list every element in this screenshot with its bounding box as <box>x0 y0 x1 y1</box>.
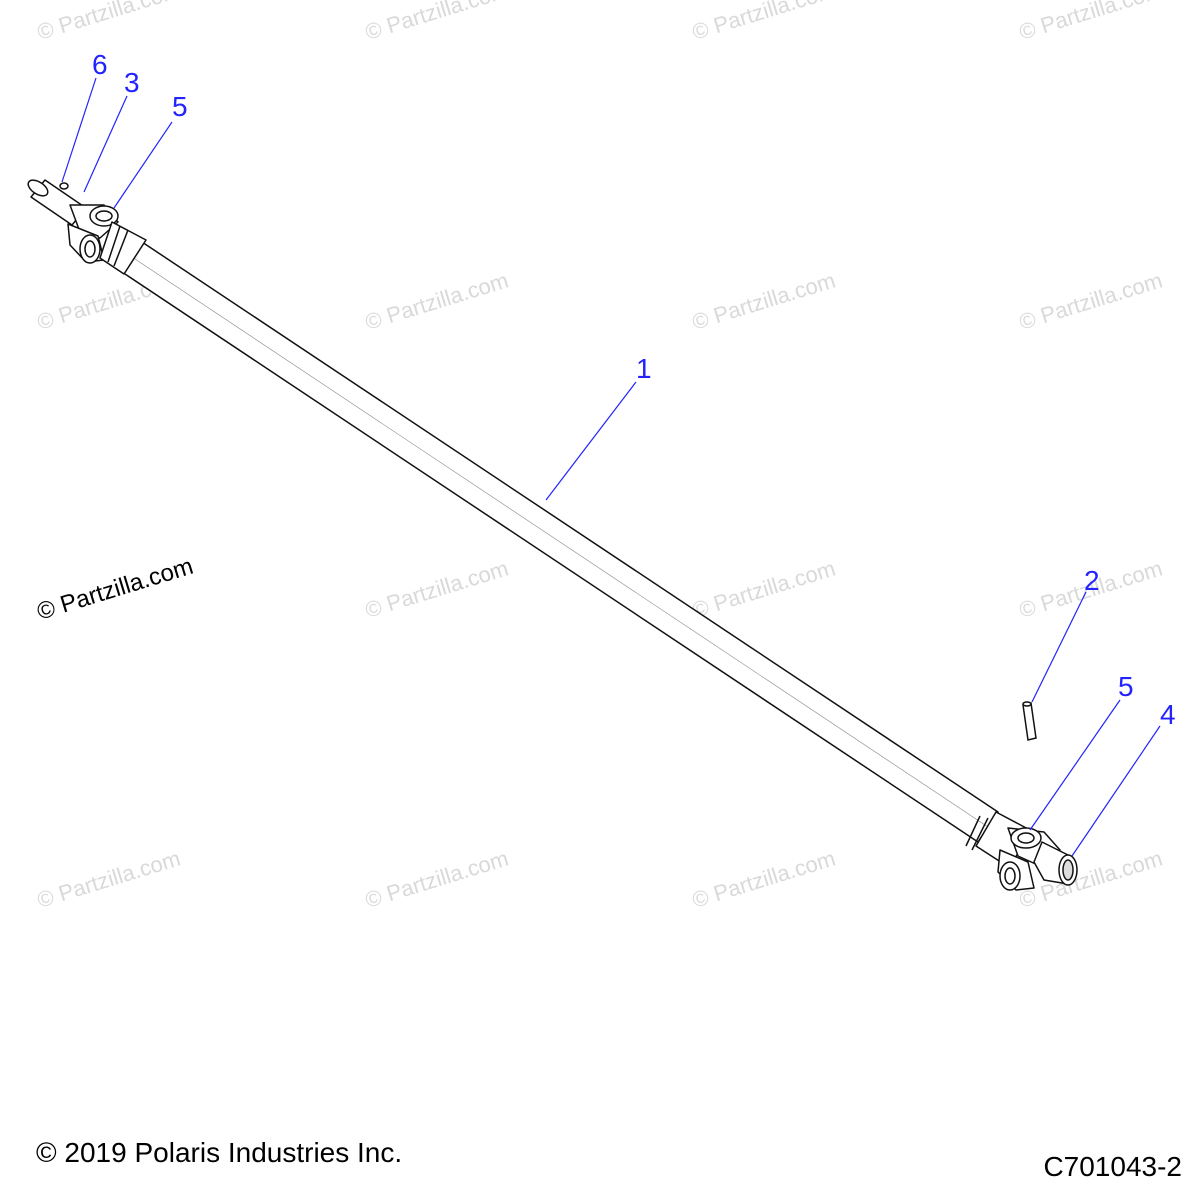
watermark: © Partzilla.com <box>689 0 838 45</box>
roll-pin <box>1022 701 1037 741</box>
left-yoke-assembly <box>27 179 147 275</box>
watermark: © Partzilla.com <box>689 268 838 335</box>
watermark: © Partzilla.com <box>362 556 511 623</box>
watermark: © Partzilla.com <box>34 846 183 913</box>
callout-6: 6 <box>92 49 108 80</box>
callout-3: 3 <box>124 67 140 98</box>
drive-shaft-tube <box>121 241 999 843</box>
callout-labels: 6 3 5 1 2 5 4 <box>92 49 1176 730</box>
leader-line-1 <box>545 381 637 501</box>
leader-line-5-left <box>113 121 173 209</box>
leader-lines <box>61 77 1161 857</box>
leader-line-3 <box>83 95 128 193</box>
watermark: © Partzilla.com <box>689 556 838 623</box>
leader-line-6 <box>61 77 97 183</box>
watermark-dark: © Partzilla.com <box>34 553 197 626</box>
watermark-layer: © Partzilla.com © Partzilla.com © Partzi… <box>34 0 1165 913</box>
copyright-text: © 2019 Polaris Industries Inc. <box>36 1137 402 1168</box>
diagram-code: C701043-2 <box>1043 1151 1182 1182</box>
callout-4: 4 <box>1160 699 1176 730</box>
watermark: © Partzilla.com <box>1016 268 1165 335</box>
leader-line-5-right <box>1029 699 1121 831</box>
grease-fitting-hole <box>59 182 69 190</box>
watermark: © Partzilla.com <box>362 846 511 913</box>
watermark: © Partzilla.com <box>362 268 511 335</box>
leader-line-2 <box>1031 591 1087 703</box>
callout-5-left: 5 <box>172 91 188 122</box>
leader-line-4 <box>1071 725 1161 857</box>
right-yoke-assembly <box>965 811 1078 891</box>
callout-1: 1 <box>636 353 652 384</box>
watermark: © Partzilla.com <box>362 0 511 45</box>
callout-2: 2 <box>1084 565 1100 596</box>
callout-5-right: 5 <box>1118 671 1134 702</box>
watermark: © Partzilla.com <box>689 846 838 913</box>
watermark: © Partzilla.com <box>34 0 183 45</box>
watermark: © Partzilla.com <box>1016 0 1165 45</box>
